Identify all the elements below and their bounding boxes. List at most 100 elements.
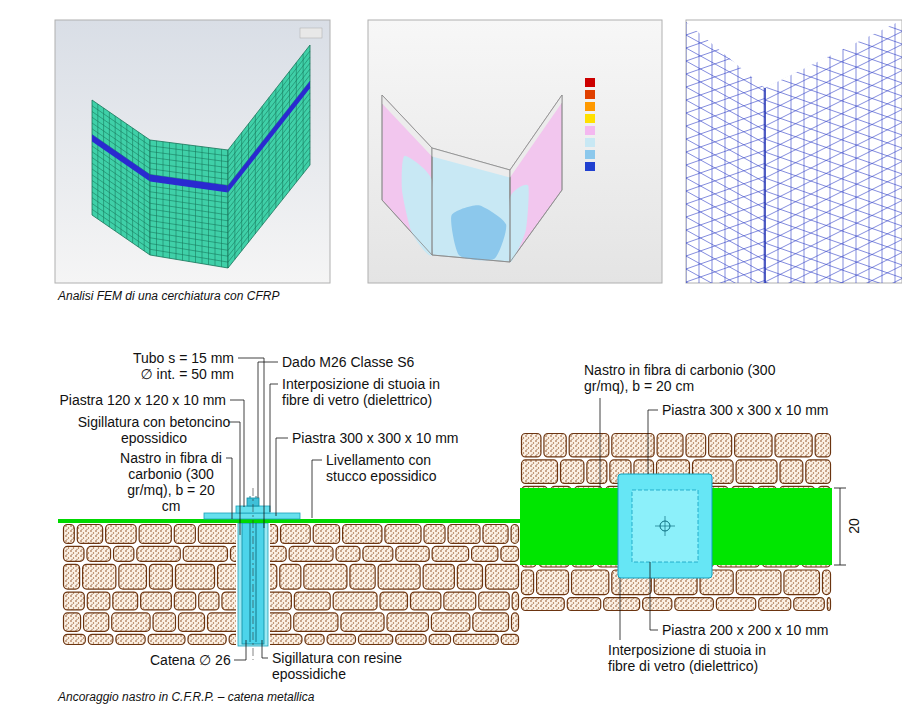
mesh-line xyxy=(228,63,310,168)
rect-shape xyxy=(585,102,595,111)
mesh-line xyxy=(765,0,902,61)
stone xyxy=(735,434,772,457)
stone xyxy=(106,525,137,544)
stress-region xyxy=(402,156,434,256)
path-shape xyxy=(648,410,658,474)
mesh-line xyxy=(686,0,765,13)
mesh-line xyxy=(856,10,857,290)
path-shape xyxy=(600,398,601,488)
mesh-line xyxy=(686,269,765,312)
stone xyxy=(137,546,180,561)
stone xyxy=(431,613,469,631)
stone xyxy=(643,598,672,611)
mesh-line xyxy=(228,111,310,215)
mesh-line xyxy=(765,279,902,348)
fem-stress-model xyxy=(382,95,562,262)
mesh-line xyxy=(765,178,902,226)
mesh-line xyxy=(92,198,150,238)
stone xyxy=(423,564,454,589)
rect-shape xyxy=(585,114,595,123)
mesh-line xyxy=(686,293,765,321)
stone xyxy=(64,613,81,631)
wall-outline xyxy=(382,95,432,255)
wall-face xyxy=(92,100,150,255)
callout-label: Piastra 120 x 120 x 10 mm xyxy=(46,392,226,408)
stone xyxy=(148,634,185,644)
stone xyxy=(827,598,830,611)
stone xyxy=(87,592,110,610)
dimension-text: 20 xyxy=(846,518,862,534)
mesh-line xyxy=(765,123,902,192)
stone xyxy=(119,564,147,589)
stone xyxy=(544,434,566,457)
mesh-line xyxy=(228,147,310,250)
stone xyxy=(522,570,534,595)
center-mark xyxy=(665,516,666,536)
center-line xyxy=(253,488,254,660)
mesh-line xyxy=(92,146,150,186)
stone xyxy=(116,634,145,644)
rect-shape xyxy=(585,138,595,147)
mesh-line xyxy=(686,332,765,360)
mesh-line xyxy=(765,360,902,408)
rect-shape xyxy=(585,126,595,135)
mesh-line xyxy=(686,111,765,139)
mesh-line xyxy=(764,10,765,290)
fem-color-scale xyxy=(585,78,595,171)
stone xyxy=(396,634,426,644)
stone xyxy=(188,634,226,644)
stone xyxy=(686,434,706,457)
stone xyxy=(410,592,440,610)
mesh-line xyxy=(686,267,765,295)
mesh-line xyxy=(882,10,883,290)
mesh-line xyxy=(765,110,902,179)
stone xyxy=(141,592,172,610)
mesh-line xyxy=(765,32,902,101)
stone xyxy=(83,564,116,589)
mesh-line xyxy=(765,331,902,400)
stone xyxy=(350,564,375,589)
mesh-line xyxy=(686,46,765,74)
mesh-line xyxy=(765,243,902,291)
callout-label: Interposizione di stuoia in fibre di vet… xyxy=(282,376,442,408)
callout-label: Nastro in fibra di carbonio (300 gr/mq),… xyxy=(120,450,222,514)
dimension-line xyxy=(834,488,846,565)
mesh-line xyxy=(765,48,902,96)
mesh-line xyxy=(765,100,902,148)
mesh-line xyxy=(92,186,150,226)
mesh-line xyxy=(686,0,765,26)
mesh-line xyxy=(150,238,228,251)
mesh-line xyxy=(686,137,765,165)
stone xyxy=(114,546,134,561)
mesh-line xyxy=(699,10,700,290)
stone xyxy=(736,570,781,595)
mesh-line xyxy=(686,321,765,364)
mesh-line xyxy=(765,334,902,382)
line-shape xyxy=(834,488,846,489)
stone xyxy=(139,525,171,544)
mesh-line xyxy=(843,10,844,290)
mesh-line xyxy=(765,19,902,88)
mesh-line xyxy=(765,6,902,75)
stone xyxy=(343,525,382,544)
mesh-line xyxy=(765,113,902,161)
mesh-line xyxy=(686,295,765,338)
callout-label: Tubo s = 15 mm ∅ int. = 50 mm xyxy=(126,350,234,382)
mesh-line xyxy=(765,22,902,70)
stone xyxy=(358,634,392,644)
mesh-line xyxy=(765,253,902,322)
stone xyxy=(396,546,429,561)
line-shape xyxy=(840,488,841,565)
mesh-line xyxy=(686,85,765,113)
mesh-line xyxy=(686,20,765,48)
stress-region xyxy=(509,185,529,262)
mesh-line xyxy=(765,0,902,5)
stone xyxy=(183,546,227,561)
stone xyxy=(333,592,377,610)
stone xyxy=(363,546,393,561)
path-shape xyxy=(226,458,232,519)
mesh-line xyxy=(686,215,765,243)
stone xyxy=(84,613,109,631)
mesh-line xyxy=(765,266,902,335)
mesh-line xyxy=(686,33,765,61)
